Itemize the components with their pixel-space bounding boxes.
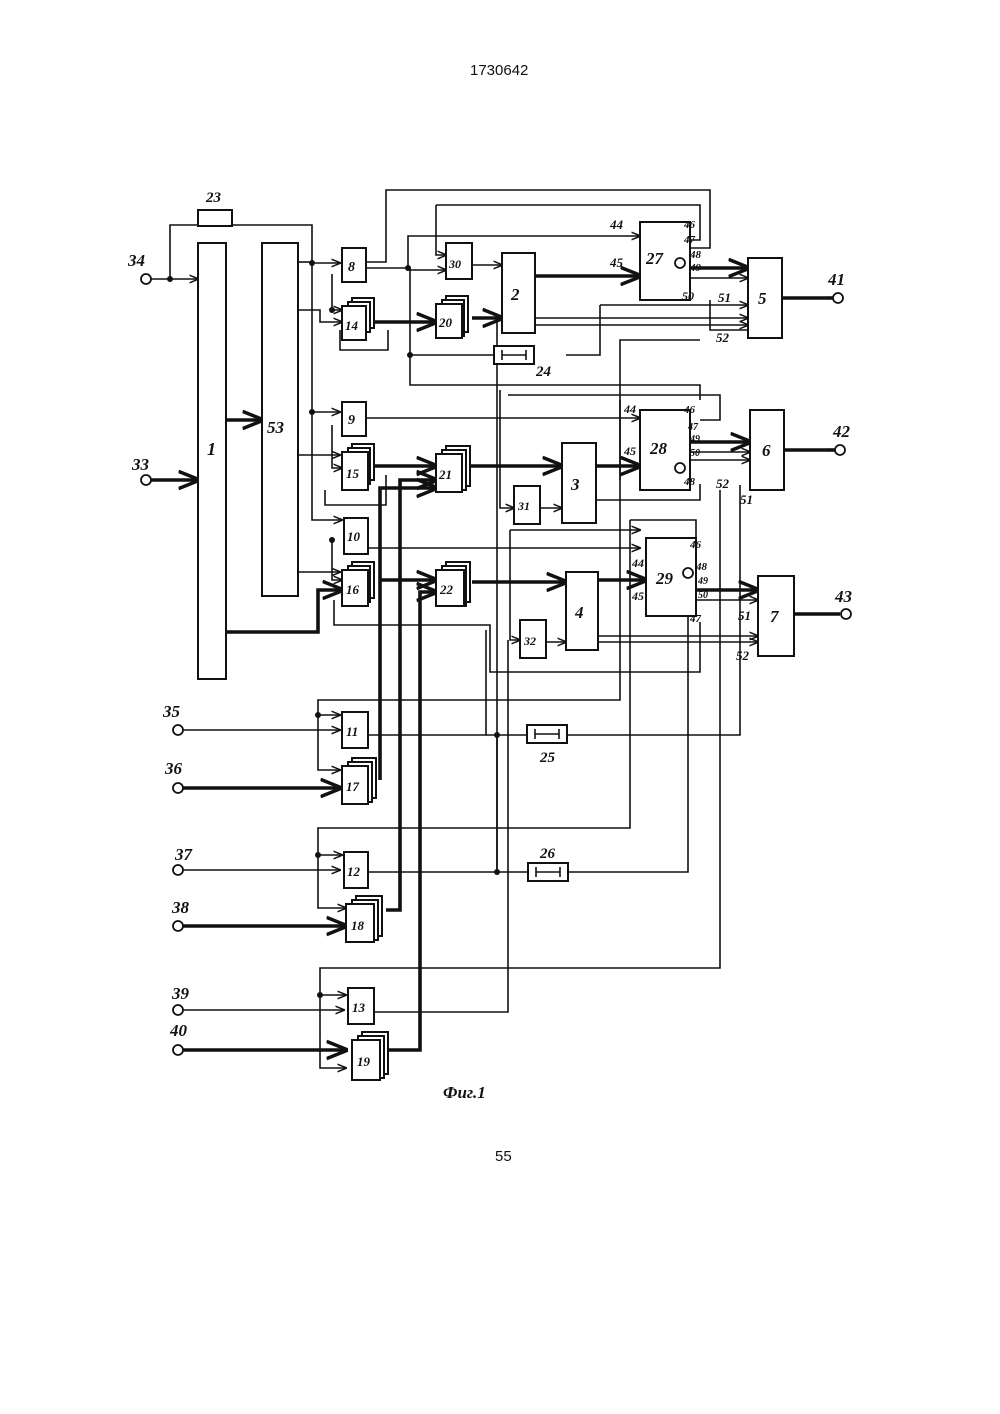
svg-text:49: 49 [689, 262, 702, 274]
svg-text:50: 50 [690, 448, 700, 459]
label-block-15: 15 [346, 466, 360, 481]
figure-caption: Фиг.1 [443, 1083, 486, 1102]
svg-text:44: 44 [631, 556, 644, 570]
block-1 [198, 243, 226, 679]
label-block-30: 30 [448, 257, 461, 271]
label-terminal-34: 34 [127, 251, 145, 270]
svg-text:47: 47 [683, 234, 696, 246]
svg-text:49: 49 [697, 576, 708, 587]
svg-text:52: 52 [716, 330, 730, 345]
label-block-28: 28 [649, 439, 668, 458]
svg-text:45: 45 [609, 255, 624, 270]
label-block-8: 8 [348, 260, 355, 275]
label-block-14: 14 [345, 318, 359, 333]
label-block-6: 6 [762, 441, 771, 460]
label-block-16: 16 [346, 582, 360, 597]
svg-text:48: 48 [683, 476, 696, 488]
svg-text:46: 46 [683, 404, 696, 416]
label-terminal-41: 41 [827, 270, 845, 289]
svg-text:48: 48 [689, 249, 702, 261]
svg-text:48: 48 [695, 561, 708, 573]
label-block-4: 4 [574, 603, 584, 622]
blocks [198, 210, 794, 1080]
label-block-23: 23 [205, 190, 222, 206]
block-23 [198, 210, 232, 226]
label-terminal-35: 35 [162, 702, 181, 721]
label-block-17: 17 [346, 779, 360, 794]
label-terminal-43: 43 [834, 587, 853, 606]
svg-text:47: 47 [687, 422, 699, 433]
label-terminal-33: 33 [131, 455, 150, 474]
svg-text:51: 51 [740, 492, 753, 507]
label-block-53: 53 [267, 418, 285, 437]
label-block-18: 18 [351, 918, 365, 933]
label-block-31: 31 [517, 499, 530, 513]
svg-text:51: 51 [718, 290, 731, 305]
svg-text:47: 47 [689, 613, 702, 625]
label-block-21: 21 [438, 467, 452, 482]
label-block-2: 2 [510, 285, 520, 304]
label-terminal-37: 37 [174, 845, 194, 864]
svg-text:46: 46 [689, 539, 702, 551]
svg-text:44: 44 [623, 402, 636, 416]
svg-text:44: 44 [609, 217, 624, 232]
label-block-27: 27 [645, 249, 665, 268]
label-block-1: 1 [207, 439, 216, 459]
label-terminal-36: 36 [164, 759, 183, 778]
svg-text:50: 50 [698, 590, 708, 601]
label-block-3: 3 [570, 475, 580, 494]
svg-text:49: 49 [689, 434, 700, 445]
block-25 [527, 725, 567, 743]
svg-text:45: 45 [631, 589, 644, 603]
wires [150, 190, 840, 1068]
svg-text:46: 46 [683, 219, 696, 231]
label-block-19: 19 [357, 1054, 371, 1069]
label-block-5: 5 [758, 289, 767, 308]
svg-text:51: 51 [738, 608, 751, 623]
label-terminal-39: 39 [171, 984, 190, 1003]
svg-text:52: 52 [716, 476, 730, 491]
svg-text:45: 45 [623, 444, 636, 458]
label-block-24: 24 [535, 364, 552, 380]
svg-text:52: 52 [736, 648, 750, 663]
label-terminal-42: 42 [832, 422, 851, 441]
block-24 [494, 346, 534, 364]
label-block-11: 11 [346, 724, 358, 739]
label-block-29: 29 [655, 569, 674, 588]
label-terminal-40: 40 [169, 1021, 188, 1040]
label-block-13: 13 [352, 1000, 366, 1015]
label-terminal-38: 38 [171, 898, 190, 917]
label-block-9: 9 [348, 413, 355, 428]
svg-text:50: 50 [682, 289, 694, 303]
label-block-32: 32 [523, 634, 536, 648]
label-block-22: 22 [439, 582, 454, 597]
label-block-25: 25 [539, 750, 556, 766]
label-block-26: 26 [539, 846, 556, 862]
label-block-10: 10 [347, 529, 361, 544]
label-block-12: 12 [347, 864, 361, 879]
label-block-20: 20 [438, 315, 453, 330]
block-26 [528, 863, 568, 881]
